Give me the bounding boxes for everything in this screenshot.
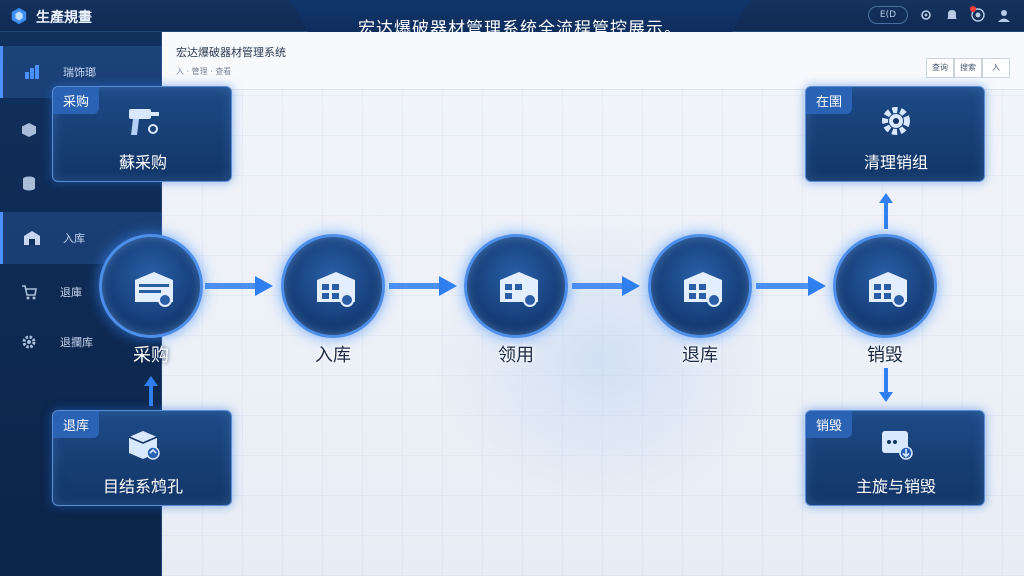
flow-node-label: 采购 xyxy=(133,345,169,366)
enter-button[interactable]: 入 xyxy=(982,58,1010,78)
warehouse-inbound-icon xyxy=(317,272,355,307)
content-buttons: 查询 搜索 入 xyxy=(926,58,1010,78)
settings-icon[interactable] xyxy=(918,7,934,23)
sidebar-item-box[interactable] xyxy=(0,104,162,156)
sidebar-item-label: 瑞饰瑯 xyxy=(63,66,96,79)
top-pill-button[interactable]: E(D xyxy=(868,6,908,24)
flow-arrow-down-icon xyxy=(879,368,893,402)
card-destroy[interactable]: 销毁 主旋与销毁 xyxy=(805,410,985,506)
card-tag: 采购 xyxy=(53,87,100,114)
warehouse-destroy-icon xyxy=(869,272,907,307)
content-title: 宏达爆破器材管理系统 xyxy=(176,46,286,59)
card-purchase[interactable]: 采购 蘇采购 xyxy=(52,86,232,182)
record-icon[interactable] xyxy=(970,7,986,23)
dashboard-icon xyxy=(25,65,39,79)
content-subtitle: 入 · 管理 · 查看 xyxy=(176,67,232,76)
flow-node-return[interactable] xyxy=(648,234,752,338)
sidebar-item-cart[interactable]: 退庫 xyxy=(0,266,162,318)
card-label: 蘇采购 xyxy=(118,153,167,172)
sidebar-item-settings[interactable]: 退攔库 xyxy=(0,316,162,368)
bell-icon[interactable] xyxy=(944,7,960,23)
warehouse-icon xyxy=(24,231,40,245)
card-tag: 销毁 xyxy=(806,411,853,438)
card-tag: 退库 xyxy=(53,411,100,438)
gear-icon xyxy=(882,107,910,135)
app-title: 生產規畫 xyxy=(36,10,92,26)
box-icon xyxy=(22,123,36,137)
content-header: 宏达爆破器材管理系统 入 · 管理 · 查看 查询 搜索 入 xyxy=(162,32,1024,90)
flow-arrow-right-icon xyxy=(756,276,826,296)
warehouse-search-icon xyxy=(135,272,173,307)
card-label: 主旋与销毁 xyxy=(855,477,936,496)
flow-node-destroy[interactable] xyxy=(833,234,937,338)
sidebar-item-label: 退庫 xyxy=(60,286,82,299)
chat-download-icon xyxy=(882,431,913,460)
flow-arrow-up-icon xyxy=(144,376,158,406)
flow-node-label: 销毁 xyxy=(867,345,903,366)
search-button[interactable]: 搜索 xyxy=(954,58,982,78)
flow-arrow-right-icon xyxy=(389,276,457,296)
box-return-icon xyxy=(128,431,160,460)
flow-arrow-right-icon xyxy=(205,276,273,296)
card-label: 目结系鸩孔 xyxy=(102,477,183,496)
drill-icon xyxy=(129,109,159,135)
flow-node-inbound[interactable] xyxy=(281,234,385,338)
warehouse-return-icon xyxy=(684,272,722,307)
user-icon[interactable] xyxy=(996,7,1012,23)
sidebar-item-label: 退攔库 xyxy=(60,336,93,349)
card-tag: 在圉 xyxy=(806,87,853,114)
card-cleanup[interactable]: 在圉 清理销组 xyxy=(805,86,985,182)
gear-icon xyxy=(22,335,36,349)
flow-arrow-right-icon xyxy=(572,276,640,296)
top-tools: E(D xyxy=(868,6,1012,24)
cart-icon xyxy=(22,285,37,300)
app-logo-icon xyxy=(11,7,27,25)
flow-node-label: 领用 xyxy=(498,345,534,366)
notification-dot xyxy=(970,6,976,12)
flow-node-purchase[interactable] xyxy=(99,234,203,338)
flow-arrow-up-icon xyxy=(879,193,893,229)
flow-node-label: 退库 xyxy=(682,345,718,366)
database-icon xyxy=(23,176,35,191)
warehouse-requisition-icon xyxy=(500,272,538,307)
query-button[interactable]: 查询 xyxy=(926,58,954,78)
flow-node-label: 入库 xyxy=(315,345,351,366)
sidebar-item-label: 入库 xyxy=(63,232,85,245)
card-label: 清理销组 xyxy=(863,153,928,172)
flow-node-requisition[interactable] xyxy=(464,234,568,338)
card-return[interactable]: 退库 目结系鸩孔 xyxy=(52,410,232,506)
sidebar-item-database[interactable] xyxy=(0,158,162,210)
